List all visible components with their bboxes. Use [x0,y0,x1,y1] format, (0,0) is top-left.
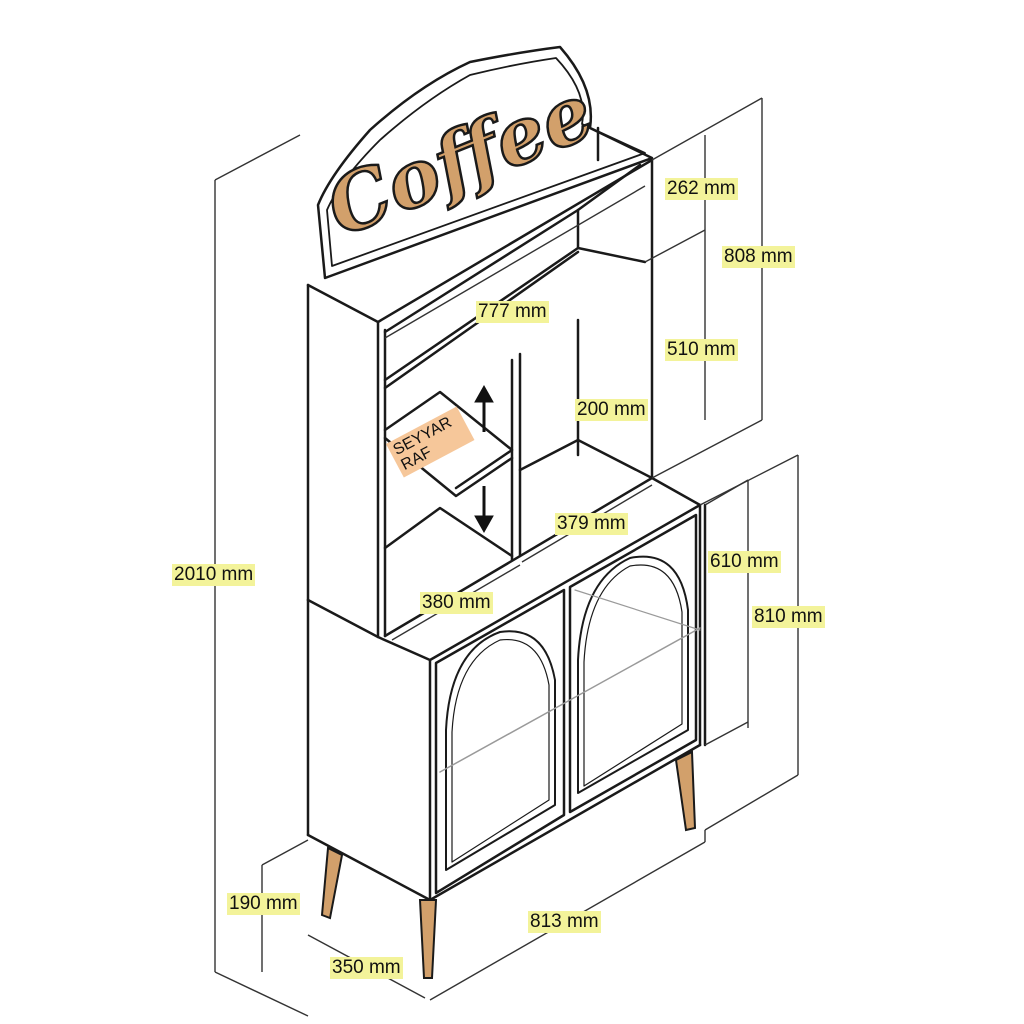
dim-label-2010: 2010 mm [172,564,256,586]
dim-label-262: 262 mm [665,178,738,200]
door-right-arch [577,555,689,794]
leg-front-left [418,899,438,979]
dim-label-810: 810 mm [752,606,825,628]
dim-label-190: 190 mm [227,893,300,915]
dim-label-813: 813 mm [528,911,601,933]
sign-text: Coffee [314,66,606,254]
arrow-down-head [474,515,494,534]
dim-label-350: 350 mm [330,957,403,979]
leg-front-right [674,750,697,832]
dim-label-777: 777 mm [476,301,549,323]
glass-shelf-back [574,589,701,631]
lower-open-shelf [383,506,514,558]
dim-777-line [384,185,646,339]
sign-board-outline [316,45,654,280]
cabinet-top [306,476,702,662]
door-right-arch-inner [583,564,683,787]
door-right [568,513,698,814]
dim-label-379: 379 mm [555,513,628,535]
sign-board-inner [326,57,646,267]
center-bottom-shelf [518,438,654,480]
dim-label-610: 610 mm [708,551,781,573]
dim-label-808: 808 mm [722,246,795,268]
door-left-arch [445,630,556,871]
movable-shelf-top [383,390,514,490]
glass-shelf [439,627,701,773]
arrow-up-head [474,384,494,403]
door-left-arch-inner [451,638,550,863]
dim-label-380: 380 mm [420,592,493,614]
cabinet-bottom [306,743,702,902]
leg-back-left [320,846,344,920]
dim-label-510: 510 mm [665,339,738,361]
dim-label-200: 200 mm [575,399,648,421]
door-left [434,588,566,895]
